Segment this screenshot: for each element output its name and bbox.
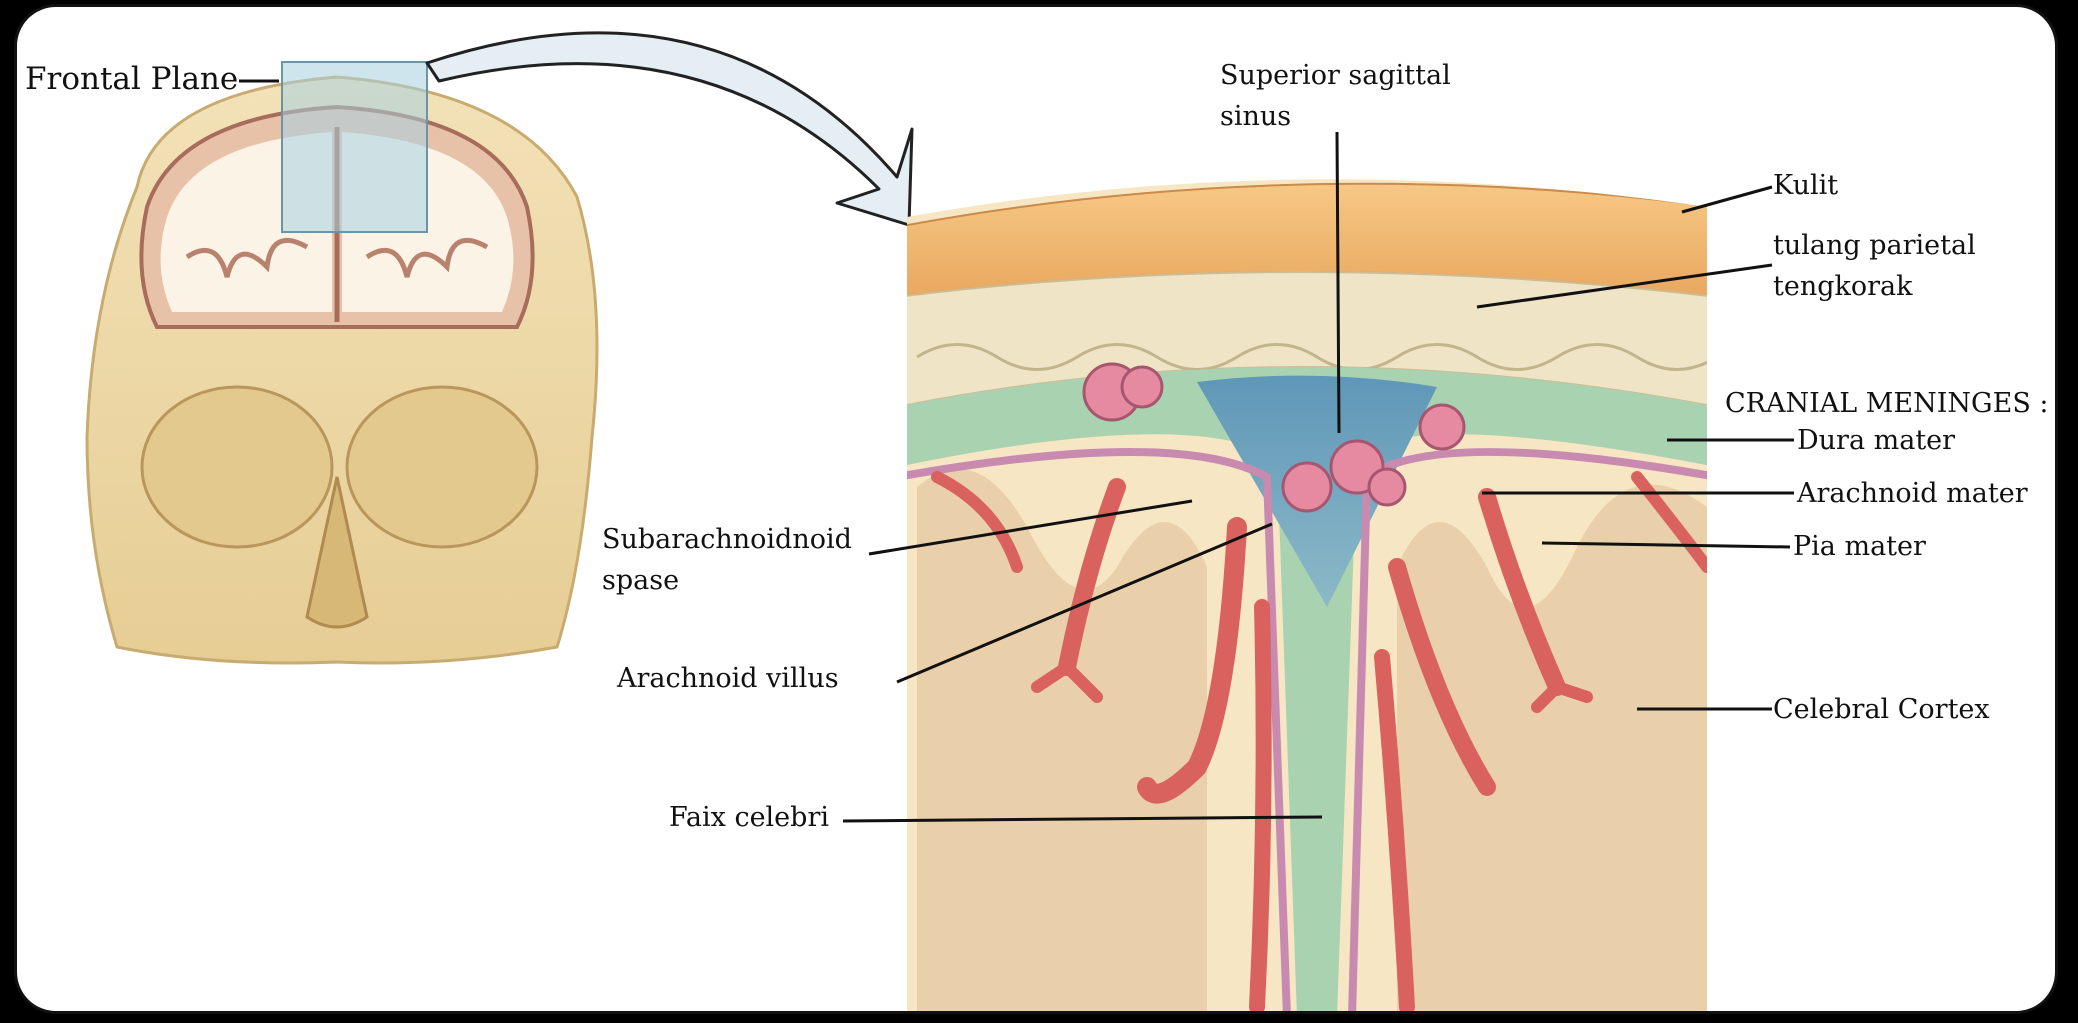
leader-lines [842,131,1794,823]
leader-superior-sagittal-sinus [1335,131,1341,434]
label-faix-celebri: Faix celebri [669,802,829,833]
label-frontal-plane: Frontal Plane [25,61,239,97]
skull-nasal-cavity [305,476,369,629]
label-superior-sagittal-sinus-line2: sinus [1220,101,1292,132]
frontal-plane-box [281,61,428,233]
label-celebral-cortex: Celebral Cortex [1773,694,1990,725]
leader-pia-mater [1541,541,1791,549]
label-arachnoid-mater: Arachnoid mater [1797,478,2028,509]
label-tulang-parietal-line1: tulang parietal [1773,230,1976,261]
label-tulang-parietal-line2: tengkorak [1773,271,1913,302]
skull-right-orbit [345,385,539,549]
leader-kulit [1681,185,1773,214]
cortical-vessels [931,471,1707,1011]
label-cranial-meninges: CRANIAL MENINGES : [1725,388,2049,419]
label-superior-sagittal-sinus-line1: Superior sagittal [1220,60,1451,91]
label-subarachnoid-space-line1: Subarachnoidnoid [602,524,852,555]
arachnoid-villi [1082,362,1466,513]
leader-faix-celebri [842,815,1323,823]
meninges-cross-section [907,179,1707,1011]
dura-mater-layer [907,367,1707,1011]
meninges-illustration [85,31,1794,1011]
leader-arachnoid-villus [896,522,1273,684]
leader-tulang-parietal [1476,263,1773,309]
skull-left-orbit [140,385,334,549]
label-pia-mater: Pia mater [1793,531,1926,562]
label-dura-mater: Dura mater [1797,425,1956,456]
label-kulit: Kulit [1773,170,1839,201]
leader-subarachnoid-space [868,499,1193,556]
label-subarachnoid-space-line2: spase [602,565,680,596]
diagram-frame: Frontal Plane Superior sagittal sinus Ku… [14,4,2058,1014]
label-arachnoid-villus: Arachnoid villus [617,663,839,694]
skull-frontal-view [85,61,599,665]
